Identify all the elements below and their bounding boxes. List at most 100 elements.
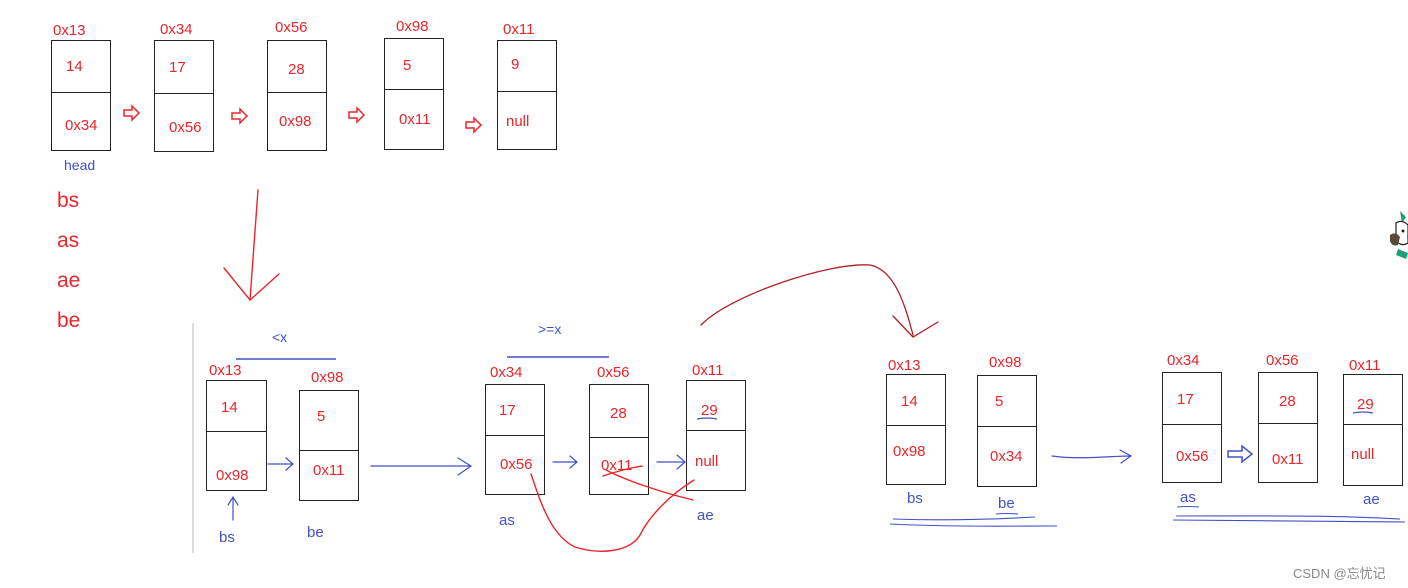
bs-label: bs xyxy=(907,490,923,507)
bs-label: bs xyxy=(219,529,235,546)
node-next: null xyxy=(695,453,719,470)
node-value: 28 xyxy=(1279,393,1296,410)
node-next: 0x98 xyxy=(893,443,926,460)
down-arrow-icon xyxy=(223,189,280,302)
node-value: 17 xyxy=(1177,391,1194,408)
next-cell: 0x56 xyxy=(486,435,544,494)
node-value: 9 xyxy=(511,56,520,73)
node-address: 0x34 xyxy=(160,21,193,38)
node-next: 0x11 xyxy=(313,462,345,479)
pointer-name-ae: ae xyxy=(57,269,81,292)
next-cell: null xyxy=(687,430,745,490)
node-address: 0x56 xyxy=(1266,352,1299,369)
value-cell: 5 xyxy=(300,391,358,453)
node-value: 14 xyxy=(221,399,238,416)
list-node: 29 null xyxy=(1343,374,1403,486)
node-address: 0x98 xyxy=(989,354,1022,371)
node-value: 5 xyxy=(995,393,1004,410)
node-next: 0x34 xyxy=(65,117,98,134)
node-next: 0x11 xyxy=(1272,451,1304,468)
next-cell: 0x11 xyxy=(385,89,443,149)
next-cell: 0x11 xyxy=(300,450,358,500)
next-cell: 0x56 xyxy=(1163,424,1221,482)
list-node: 14 0x34 xyxy=(51,40,111,151)
blue-link-arrows xyxy=(227,449,1133,521)
node-address: 0x11 xyxy=(1349,357,1381,374)
node-address: 0x56 xyxy=(597,364,630,381)
value-cell: 28 xyxy=(268,41,326,95)
as-label: as xyxy=(499,512,515,529)
next-cell: 0x98 xyxy=(268,92,326,150)
be-label: be xyxy=(998,495,1015,512)
as-label: as xyxy=(1180,489,1196,506)
value-cell: 17 xyxy=(1163,373,1221,427)
be-label: be xyxy=(307,524,324,541)
curved-arrow-icon xyxy=(700,264,939,338)
pointer-name-be: be xyxy=(57,309,81,332)
result-underlines xyxy=(889,505,1406,527)
node-next: 0x11 xyxy=(399,111,431,128)
value-cell: 28 xyxy=(1259,373,1317,426)
head-label: head xyxy=(64,157,96,173)
value-cell: 14 xyxy=(887,375,945,428)
value-cell: 14 xyxy=(52,41,110,95)
ae-label: ae xyxy=(1363,491,1380,508)
value-cell: 17 xyxy=(486,385,544,438)
node-next: 0x56 xyxy=(1176,448,1209,465)
node-value: 29 xyxy=(701,402,718,419)
node-value: 28 xyxy=(288,61,305,78)
next-cell: 0x34 xyxy=(978,426,1036,486)
list-node: 5 0x34 xyxy=(977,375,1037,487)
node-value: 28 xyxy=(610,405,627,422)
less-than-title: <x xyxy=(272,329,288,345)
value-cell: 17 xyxy=(155,41,213,96)
node-address: 0x34 xyxy=(1167,352,1200,369)
node-address: 0x11 xyxy=(692,362,724,379)
node-next: 0x34 xyxy=(990,448,1023,465)
list-node: 17 0x56 xyxy=(154,40,214,152)
node-address: 0x98 xyxy=(396,18,429,35)
list-node: 14 0x98 xyxy=(886,374,946,485)
node-value: 14 xyxy=(66,58,83,75)
node-value: 5 xyxy=(403,57,412,74)
list-node: 14 0x98 xyxy=(206,380,267,491)
list-node: 9 null xyxy=(497,40,557,150)
node-next: 0x98 xyxy=(216,467,249,484)
node-next: 0x56 xyxy=(500,456,533,473)
list-node: 5 0x11 xyxy=(384,38,444,150)
value-cell: 29 xyxy=(1344,375,1402,427)
list-node: 17 0x56 xyxy=(485,384,545,495)
next-cell: 0x11 xyxy=(1259,423,1317,482)
value-cell: 29 xyxy=(687,381,745,433)
node-address: 0x34 xyxy=(490,364,523,381)
ge-title: >=x xyxy=(538,321,562,337)
node-address: 0x11 xyxy=(503,21,535,38)
value-cell: 9 xyxy=(498,41,556,94)
value-cell: 14 xyxy=(207,381,266,434)
value-cell: 5 xyxy=(978,376,1036,429)
next-cell: null xyxy=(498,91,556,149)
value-cell: 28 xyxy=(590,385,648,440)
node-address: 0x13 xyxy=(888,357,921,374)
node-value: 14 xyxy=(901,393,918,410)
node-value: 29 xyxy=(1357,396,1374,413)
node-next: 0x98 xyxy=(279,113,312,130)
node-next: null xyxy=(1351,446,1375,463)
list-node: 28 0x98 xyxy=(267,40,327,151)
arrow-icon xyxy=(1227,444,1254,464)
node-next: null xyxy=(506,113,530,130)
next-cell: null xyxy=(1344,424,1402,485)
next-cell: 0x56 xyxy=(155,93,213,151)
node-next: 0x56 xyxy=(169,119,202,136)
node-address: 0x56 xyxy=(275,19,308,36)
mascot-icon xyxy=(1390,211,1408,259)
node-address: 0x13 xyxy=(209,362,242,379)
value-cell: 5 xyxy=(385,39,443,92)
red-annotation-curve xyxy=(530,465,695,552)
node-value: 17 xyxy=(169,59,186,76)
next-cell: 0x98 xyxy=(207,431,266,490)
node-address: 0x98 xyxy=(311,369,344,386)
list-node: 5 0x11 xyxy=(299,390,359,501)
next-cell: 0x98 xyxy=(887,425,945,484)
